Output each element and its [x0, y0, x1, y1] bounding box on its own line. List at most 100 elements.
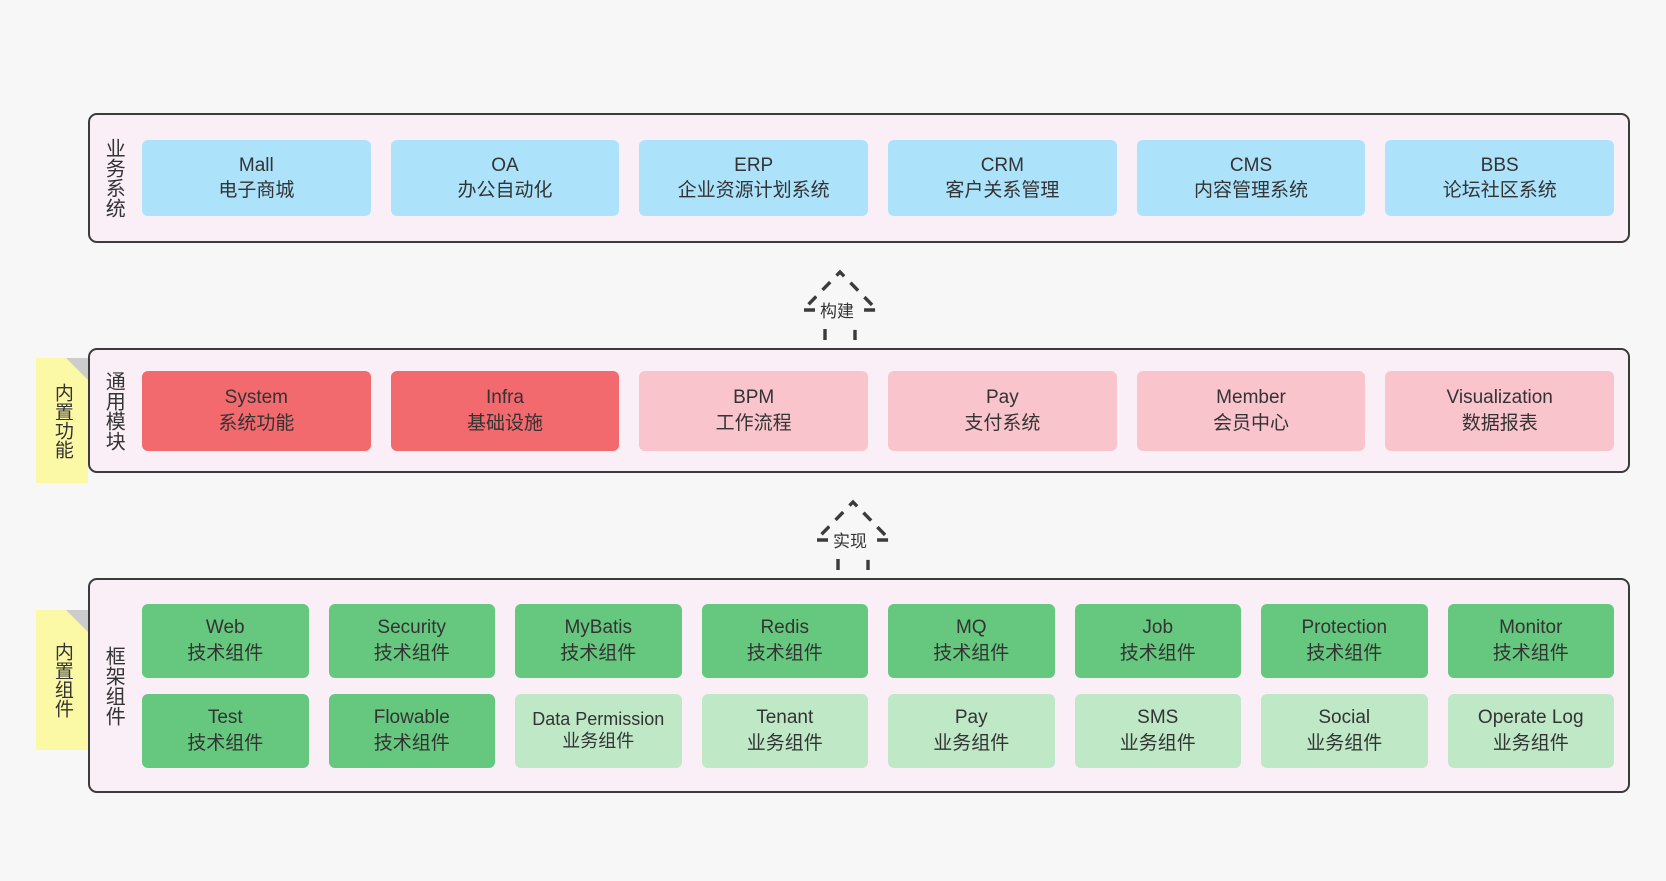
- node-sms[interactable]: SMS 业务组件: [1074, 693, 1241, 768]
- node-security[interactable]: Security 技术组件: [328, 603, 495, 678]
- node-mybatis[interactable]: MyBatis 技术组件: [515, 603, 682, 678]
- sticky-note-label: 内置组件: [51, 642, 73, 718]
- node-title: SMS: [1137, 707, 1179, 729]
- build-arrow: 构建: [755, 262, 955, 348]
- node-flowable[interactable]: Flowable 技术组件: [328, 693, 495, 768]
- node-title: BPM: [733, 387, 775, 409]
- build-arrow-label: 构建: [817, 296, 857, 323]
- node-member[interactable]: Member 会员中心: [1136, 370, 1366, 451]
- node-title: OA: [491, 154, 519, 176]
- node-infra[interactable]: Infra 基础设施: [390, 370, 620, 451]
- node-title: MyBatis: [564, 617, 633, 639]
- node-title: Web: [205, 617, 245, 639]
- folded-corner-icon: [66, 610, 88, 632]
- node-subtitle: 内容管理系统: [1194, 180, 1309, 201]
- node-mq[interactable]: MQ 技术组件: [888, 603, 1055, 678]
- node-bbs[interactable]: BBS 论坛社区系统: [1385, 140, 1615, 216]
- sticky-note-builtin-components: 内置组件: [36, 610, 88, 750]
- node-subtitle: 数据报表: [1461, 412, 1538, 434]
- node-subtitle: 业务组件: [1306, 732, 1383, 754]
- node-subtitle: 会员中心: [1213, 412, 1290, 434]
- sticky-note-label: 内置功能: [51, 382, 73, 459]
- node-test[interactable]: Test 技术组件: [142, 693, 309, 768]
- node-redis[interactable]: Redis 技术组件: [701, 603, 868, 678]
- node-title: Infra: [485, 387, 525, 409]
- node-subtitle: 办公自动化: [457, 180, 553, 201]
- node-title: Security: [377, 617, 447, 639]
- node-crm[interactable]: CRM 客户关系管理: [888, 140, 1117, 216]
- node-title: Job: [1142, 617, 1174, 639]
- node-web[interactable]: Web 技术组件: [142, 603, 309, 678]
- node-subtitle: 技术组件: [1119, 642, 1196, 664]
- layer-business-systems-label: 业务系统: [102, 138, 125, 218]
- node-subtitle: 支付系统: [964, 412, 1041, 434]
- implement-arrow-label: 实现: [830, 526, 870, 553]
- node-subtitle: 业务组件: [933, 732, 1010, 754]
- node-job[interactable]: Job 技术组件: [1074, 603, 1241, 678]
- folded-corner-icon: [66, 358, 88, 380]
- node-social[interactable]: Social 业务组件: [1261, 693, 1428, 768]
- node-title: Flowable: [373, 707, 450, 729]
- node-erp[interactable]: ERP 企业资源计划系统: [639, 140, 869, 216]
- node-title: Pay: [954, 707, 988, 729]
- node-subtitle: 企业资源计划系统: [677, 180, 830, 201]
- node-title: Data Permission: [532, 708, 665, 729]
- node-tenant[interactable]: Tenant 业务组件: [701, 693, 868, 768]
- node-title: Member: [1216, 387, 1286, 409]
- node-title: Pay: [985, 387, 1019, 409]
- node-subtitle: 电子商城: [218, 180, 295, 201]
- node-title: ERP: [734, 154, 774, 176]
- node-pay[interactable]: Pay 支付系统: [888, 370, 1117, 451]
- node-subtitle: 技术组件: [746, 642, 823, 664]
- node-subtitle: 业务组件: [562, 730, 635, 751]
- node-title: Operate Log: [1477, 707, 1584, 729]
- node-subtitle: 技术组件: [1492, 642, 1569, 664]
- node-data-permission[interactable]: Data Permission 业务组件: [515, 693, 682, 768]
- implement-arrow: 实现: [768, 492, 968, 578]
- node-bpm[interactable]: BPM 工作流程: [639, 370, 869, 451]
- node-subtitle: 技术组件: [187, 642, 264, 664]
- node-subtitle: 技术组件: [373, 642, 450, 664]
- node-monitor[interactable]: Monitor 技术组件: [1447, 603, 1614, 678]
- layer-framework-components-body: Web 技术组件 Security 技术组件 MyBatis 技术组件 Redi…: [136, 580, 1628, 791]
- node-visualization[interactable]: Visualization 数据报表: [1385, 370, 1615, 451]
- node-title: Mall: [238, 154, 274, 176]
- node-subtitle: 业务组件: [746, 732, 823, 754]
- node-title: BBS: [1480, 154, 1519, 176]
- node-row: Mall 电子商城 OA 办公自动化 ERP 企业资源计划系统 CRM 客户关系…: [142, 140, 1615, 216]
- node-subtitle: 客户关系管理: [945, 180, 1060, 201]
- node-protection[interactable]: Protection 技术组件: [1261, 603, 1428, 678]
- layer-common-modules-label: 通用模块: [102, 370, 125, 451]
- node-cms[interactable]: CMS 内容管理系统: [1136, 140, 1366, 216]
- node-subtitle: 论坛社区系统: [1442, 180, 1557, 201]
- layer-framework-components: 框架组件 Web 技术组件 Security 技术组件 MyBatis 技术组件…: [88, 578, 1630, 793]
- node-title: Social: [1318, 707, 1371, 729]
- node-subtitle: 工作流程: [715, 412, 792, 434]
- node-mall[interactable]: Mall 电子商城: [142, 140, 371, 216]
- node-title: MQ: [955, 617, 987, 639]
- node-system[interactable]: System 系统功能: [142, 370, 371, 451]
- node-subtitle: 技术组件: [1306, 642, 1383, 664]
- layer-business-systems: 业务系统 Mall 电子商城 OA 办公自动化 ERP 企业资源计划系统 CRM…: [88, 113, 1630, 243]
- node-title: Tenant: [756, 707, 814, 729]
- layer-common-modules: 通用模块 System 系统功能 Infra 基础设施 BPM 工作流程 Pay…: [88, 348, 1630, 473]
- node-title: Monitor: [1499, 617, 1563, 639]
- node-row: Web 技术组件 Security 技术组件 MyBatis 技术组件 Redi…: [142, 603, 1614, 678]
- node-subtitle: 基础设施: [467, 412, 544, 434]
- node-title: System: [224, 387, 289, 409]
- node-subtitle: 技术组件: [187, 732, 264, 754]
- node-subtitle: 技术组件: [373, 732, 450, 754]
- node-title: CRM: [980, 154, 1024, 176]
- node-operate-log[interactable]: Operate Log 业务组件: [1447, 693, 1614, 768]
- layer-business-systems-body: Mall 电子商城 OA 办公自动化 ERP 企业资源计划系统 CRM 客户关系…: [136, 115, 1628, 241]
- node-oa[interactable]: OA 办公自动化: [390, 140, 620, 216]
- node-pay-component[interactable]: Pay 业务组件: [888, 693, 1055, 768]
- sticky-note-builtin-features: 内置功能: [36, 358, 88, 483]
- node-title: Test: [207, 707, 243, 729]
- node-subtitle: 业务组件: [1492, 732, 1569, 754]
- node-title: Visualization: [1446, 387, 1553, 409]
- node-subtitle: 技术组件: [933, 642, 1010, 664]
- node-row: System 系统功能 Infra 基础设施 BPM 工作流程 Pay 支付系统…: [142, 370, 1615, 451]
- node-title: Redis: [760, 617, 810, 639]
